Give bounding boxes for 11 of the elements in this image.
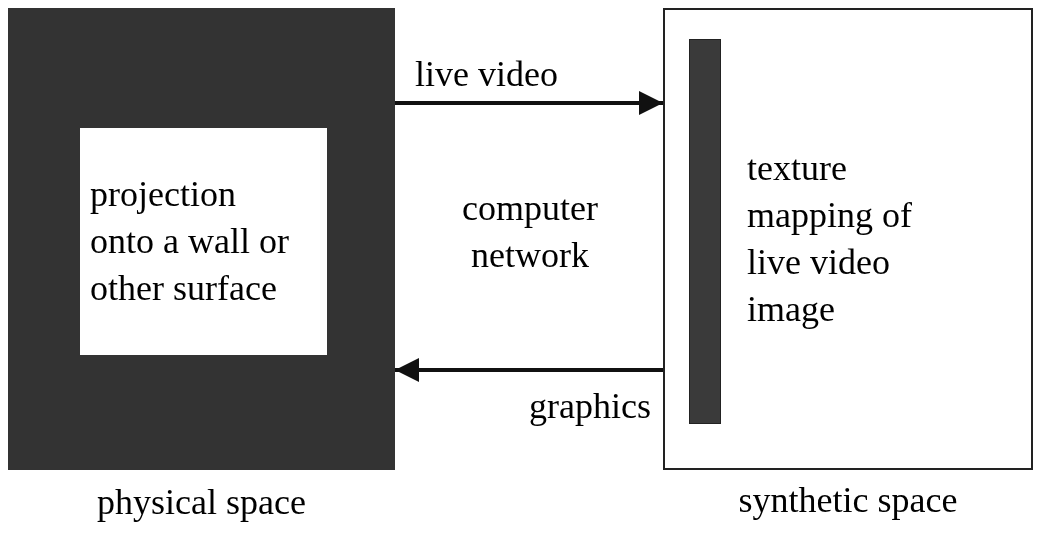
edge-label: graphics bbox=[529, 388, 651, 424]
vertical-bar bbox=[689, 39, 721, 424]
arrow bbox=[395, 91, 663, 115]
node-label: synthetic space bbox=[737, 482, 959, 518]
node-text: texture mapping of live video image bbox=[747, 147, 913, 331]
text-panel bbox=[80, 128, 327, 355]
network-label: computer network bbox=[461, 187, 599, 277]
edge-label: live video bbox=[415, 56, 558, 92]
arrow bbox=[395, 358, 663, 382]
node-label: physical space bbox=[96, 484, 307, 520]
node-text: projection onto a wall or other surface bbox=[90, 173, 290, 310]
